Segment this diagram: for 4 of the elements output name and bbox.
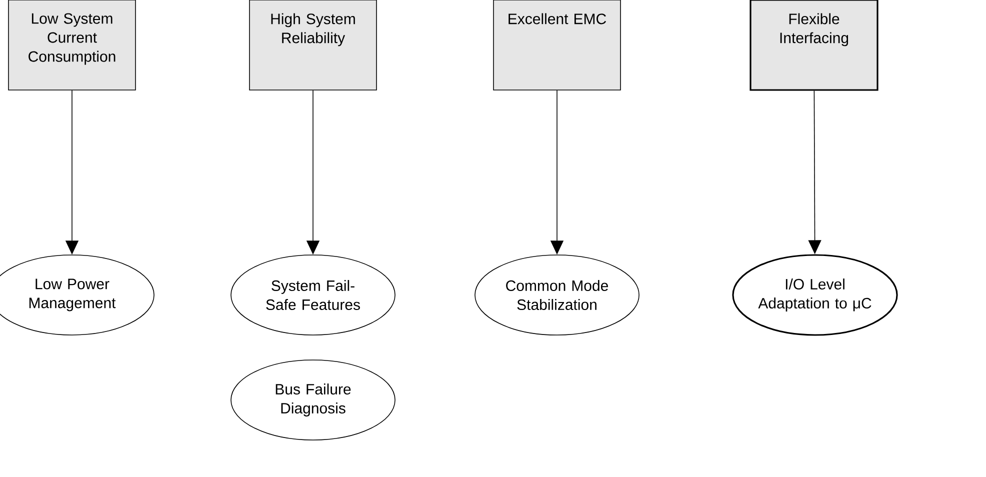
- process-box: Flexible Interfacing: [750, 0, 878, 91]
- process-box: Excellent EMC: [493, 0, 621, 90]
- process-box: High System Reliability: [249, 0, 377, 90]
- process-box: Low System Current Consumption: [8, 0, 136, 90]
